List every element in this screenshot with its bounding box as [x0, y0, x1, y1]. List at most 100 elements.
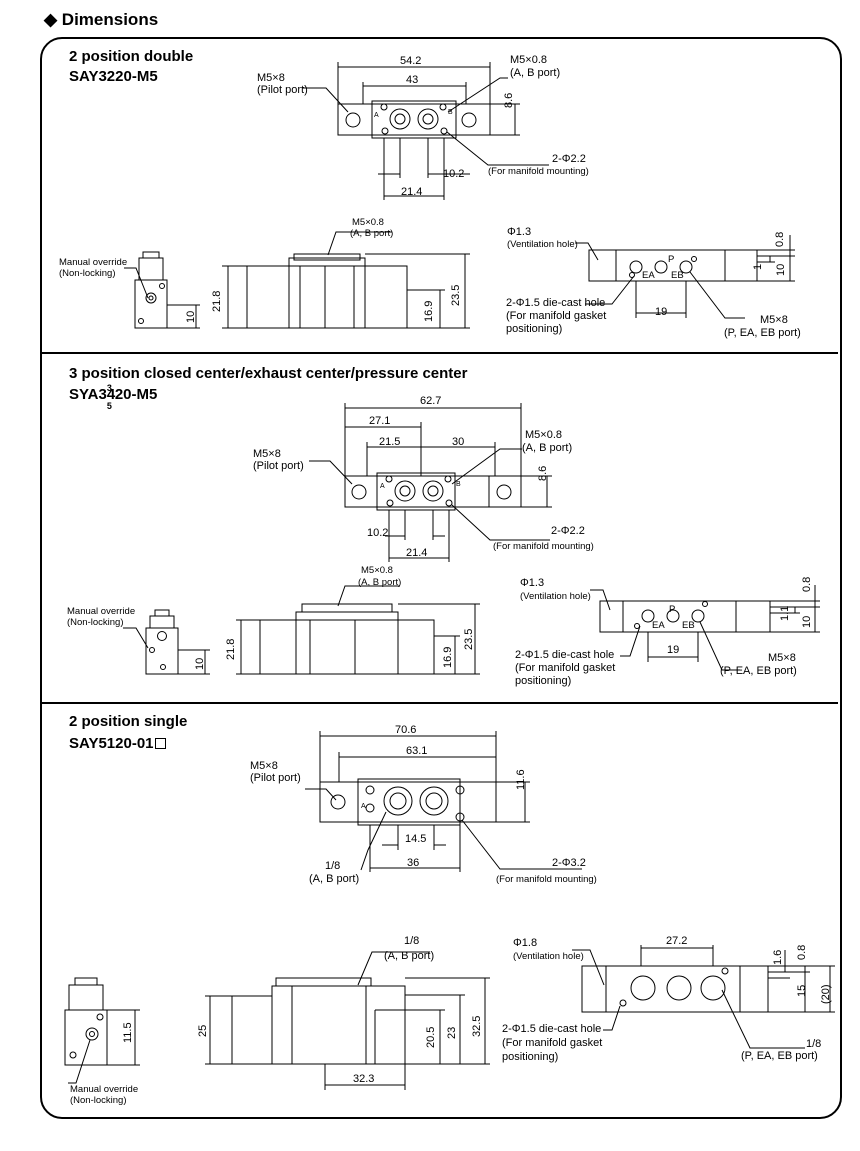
s2-dim-c: 30: [452, 436, 465, 448]
s3-gasket-note1: (For manifold gasket: [502, 1037, 603, 1049]
s1-front-views: [124, 231, 795, 329]
s3-dim-span: 36: [407, 857, 420, 869]
s3-p-port-note: (P, EA, EB port): [741, 1050, 818, 1062]
s3-dim-h3: 23: [446, 1026, 458, 1039]
s3-gasket-note2: positioning): [502, 1051, 559, 1063]
s3-top-view: A: [305, 731, 582, 872]
s1-dim-pitch: 10.2: [443, 168, 465, 180]
s3-dim-side: 11.5: [122, 1022, 134, 1043]
s3-manual-override: Manual override: [70, 1084, 139, 1095]
section-2-heading: 3 position closed center/exhaust center/…: [69, 365, 468, 382]
s3-top-ab-port: 1/8: [325, 860, 341, 872]
s1-dim-inner: 43: [406, 74, 419, 86]
s3-vent: Φ1.8: [513, 937, 538, 949]
s2-mount-hole: 2-Φ2.2: [551, 525, 585, 537]
s2-dim-d: 19: [667, 644, 680, 656]
s3-vent-note: (Ventilation hole): [513, 951, 584, 962]
s3-front-ab-port: 1/8: [404, 935, 420, 947]
section-3-heading: 2 position single: [69, 713, 188, 730]
s3-dim-h2: 20.5: [425, 1026, 437, 1048]
svg-text:B: B: [456, 481, 461, 488]
svg-text:A: A: [374, 112, 379, 119]
s1-ab-port: M5×0.8: [510, 54, 547, 66]
s3-dim-h4: 32.5: [471, 1015, 483, 1037]
s2-label-eb: EB: [682, 620, 695, 631]
s3-dim-a: 1.6: [772, 949, 784, 965]
s2-gasket: 2-Φ1.5 die-cast hole: [515, 649, 615, 661]
s1-label-p: P: [668, 254, 675, 265]
s3-dim-b: 0.8: [796, 944, 808, 960]
s1-p-port: M5×8: [760, 314, 788, 326]
s3-dim-w: 32.3: [353, 1073, 375, 1085]
s2-vent: Φ1.3: [520, 577, 545, 589]
s3-dim-c: 15: [796, 984, 808, 997]
s1-p-port-note: (P, EA, EB port): [724, 327, 801, 339]
s2-p-port: M5×8: [768, 652, 796, 664]
s2-gasket-note2: positioning): [515, 675, 572, 687]
s1-label-ea: EA: [642, 270, 655, 281]
s1-dim-overall: 54.2: [400, 55, 422, 67]
section-3-model: SAY5120-01: [69, 735, 166, 753]
s2-front-views: [123, 585, 820, 675]
s3-dim-pitch: 14.5: [405, 833, 427, 845]
s2-manual-override: Manual override: [67, 606, 136, 617]
s3-dim-top: 27.2: [666, 935, 688, 947]
s2-manual-note: (Non-locking): [67, 617, 124, 628]
s3-pilot-port-note: (Pilot port): [250, 772, 301, 784]
s1-mount-hole: 2-Φ2.2: [552, 153, 586, 165]
s3-dim-d: (20): [820, 984, 832, 1004]
section-divider: [41, 702, 838, 704]
page-title: ◆ Dimensions: [44, 10, 159, 29]
section-divider: [41, 352, 838, 354]
s2-label-p: P: [669, 604, 676, 615]
s3-manual-note: (Non-locking): [70, 1095, 127, 1106]
s3-front-ab-note: (A, B port): [384, 950, 435, 962]
s3-top-ab-note: (A, B port): [309, 873, 360, 885]
s2-dim-b: 21.5: [379, 436, 401, 448]
s1-vent: Φ1.3: [507, 226, 532, 238]
svg-text:B: B: [448, 109, 453, 116]
svg-text:A: A: [361, 803, 366, 810]
s2-mount-note: (For manifold mounting): [493, 541, 594, 552]
dimensions-frame: [40, 37, 842, 1119]
s3-mount-note: (For manifold mounting): [496, 874, 597, 885]
s1-gasket-note2: positioning): [506, 323, 563, 335]
s3-mount-hole: 2-Φ3.2: [552, 857, 586, 869]
s1-front-ab-port: M5×0.8: [352, 217, 384, 228]
s2-front-ab-note: (A, B port): [358, 577, 402, 588]
s1-manual-override: Manual override: [59, 257, 128, 268]
s3-front-views: [64, 945, 835, 1090]
s1-vent-note: (Ventilation hole): [507, 239, 578, 250]
s1-mount-note: (For manifold mounting): [488, 166, 589, 177]
s2-dim-a: 27.1: [369, 415, 391, 427]
svg-text:A: A: [380, 483, 385, 490]
s2-label-ea: EA: [652, 620, 665, 631]
s1-pilot-port-note: (Pilot port): [257, 84, 308, 96]
section-1-model: SAY3220-M5: [69, 68, 158, 85]
s2-gasket-note1: (For manifold gasket: [515, 662, 616, 674]
s1-gasket: 2-Φ1.5 die-cast hole: [506, 297, 606, 309]
s3-dim-inner: 63.1: [406, 745, 428, 757]
s1-ab-port-note: (A, B port): [510, 67, 561, 79]
s1-gasket-note1: (For manifold gasket: [506, 310, 607, 322]
s1-front-ab-note: (A, B port): [350, 228, 394, 239]
s2-pilot-port: M5×8: [253, 448, 281, 460]
s1-dim-d: 19: [655, 306, 668, 318]
s2-dim-span: 21.4: [406, 547, 428, 559]
s3-dim-h1: 25: [197, 1024, 209, 1037]
s2-vent-note: (Ventilation hole): [520, 591, 591, 602]
s2-dim-pitch: 10.2: [367, 527, 389, 539]
s1-label-eb: EB: [671, 270, 684, 281]
s3-pilot-port: M5×8: [250, 760, 278, 772]
section-1-heading: 2 position double: [69, 48, 194, 65]
model-suffix-box-icon: [154, 738, 166, 749]
s2-ab-port: M5×0.8: [525, 429, 562, 441]
s2-p-port-note: (P, EA, EB port): [720, 665, 797, 677]
s3-p-port: 1/8: [806, 1038, 822, 1050]
s2-front-ab-port: M5×0.8: [361, 565, 393, 576]
s1-dim-span: 21.4: [401, 186, 423, 198]
s1-manual-note: (Non-locking): [59, 268, 116, 279]
